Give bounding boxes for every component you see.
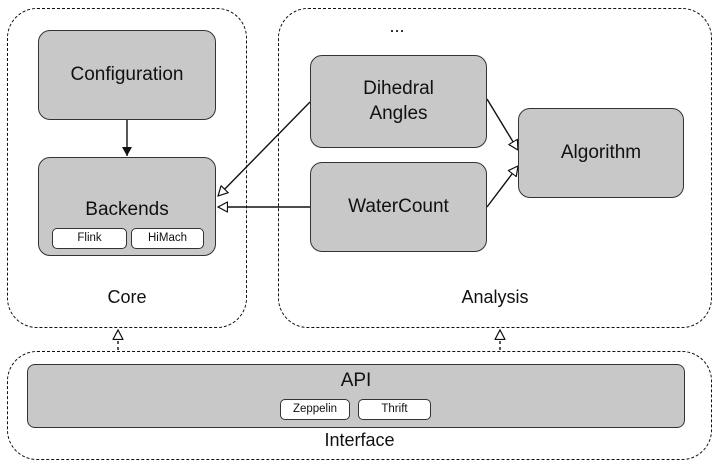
backends-label: Backends [85, 199, 169, 220]
himach-chip: HiMach [131, 228, 204, 249]
watercount-node: WaterCount [310, 162, 487, 252]
analysis-group [278, 8, 712, 328]
algorithm-node: Algorithm [518, 108, 684, 198]
analysis-ellipsis: ... [389, 16, 405, 36]
api-node: API Zeppelin Thrift [27, 364, 685, 428]
algorithm-label: Algorithm [560, 141, 642, 163]
zeppelin-chip: Zeppelin [280, 399, 350, 420]
core-group-label: Core [107, 287, 147, 307]
backends-node: Backends Flink HiMach [38, 157, 216, 256]
interface-group [7, 351, 712, 460]
dihedral-angles-node: Dihedral Angles [310, 55, 487, 148]
api-label: API [340, 370, 372, 391]
edge-dihedral-to-backends [218, 101, 311, 196]
configuration-label: Configuration [70, 63, 184, 85]
thrift-chip: Thrift [358, 399, 431, 420]
analysis-group-label: Analysis [461, 287, 529, 307]
core-group [7, 8, 247, 328]
edge-dihedral-to-algorithm [486, 98, 518, 150]
dihedral-angles-label: Dihedral Angles [363, 77, 434, 124]
configuration-node: Configuration [38, 30, 216, 120]
interface-group-label: Interface [324, 430, 395, 450]
watercount-label: WaterCount [348, 195, 449, 217]
edge-watercount-to-algorithm [486, 166, 518, 208]
flink-chip: Flink [52, 228, 127, 249]
